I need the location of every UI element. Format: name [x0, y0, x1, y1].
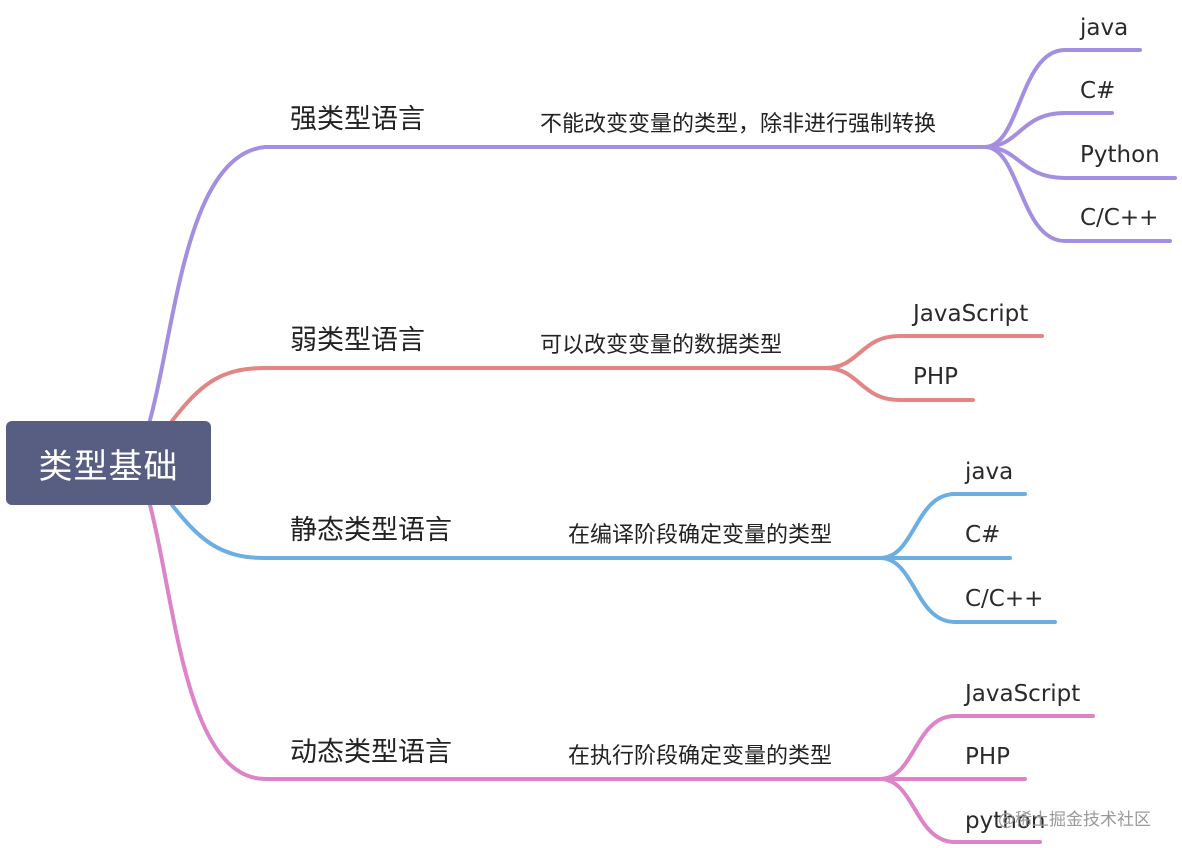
branch-weak-connectors	[170, 334, 1044, 423]
static-leaf-java[interactable]: java	[965, 459, 1014, 485]
weak-leaf-line-php	[823, 366, 975, 402]
root-to-strong-line	[148, 145, 987, 422]
root-node-label: 类型基础	[38, 446, 179, 487]
branch-dynamic-description[interactable]: 在执行阶段确定变量的类型	[568, 744, 833, 769]
root-to-weak-line	[170, 366, 827, 423]
branch-weak-label[interactable]: 弱类型语言	[290, 325, 425, 356]
strong-leaf-line-csharp	[983, 111, 1114, 149]
branch-strong-connectors	[148, 48, 1177, 422]
dynamic-leaf-python[interactable]: python	[965, 808, 1046, 834]
strong-leaf-cpp[interactable]: C/C++	[1080, 205, 1159, 231]
branch-weak-description[interactable]: 可以改变变量的数据类型	[540, 333, 783, 358]
static-leaf-line-java	[878, 492, 1027, 560]
strong-leaf-line-java	[983, 48, 1142, 149]
root-to-dynamic-line	[148, 503, 882, 781]
branch-dynamic-label[interactable]: 动态类型语言	[290, 737, 452, 768]
static-leaf-line-cpp	[878, 556, 1057, 624]
weak-leaf-javascript[interactable]: JavaScript	[913, 301, 1029, 327]
weak-leaf-line-javascript	[823, 334, 1044, 370]
dynamic-leaf-line-python	[878, 777, 1042, 844]
dynamic-leaf-javascript[interactable]: JavaScript	[965, 681, 1081, 707]
static-leaf-cpp[interactable]: C/C++	[965, 586, 1044, 612]
watermark-text: @稀土掘金技术社区	[998, 810, 1151, 830]
weak-leaf-php[interactable]: PHP	[913, 364, 959, 390]
root-to-static-line	[170, 503, 882, 560]
branch-static-label[interactable]: 静态类型语言	[290, 515, 452, 546]
root-node[interactable]: 类型基础	[6, 421, 211, 505]
branch-dynamic-connectors	[148, 503, 1095, 844]
strong-leaf-java[interactable]: java	[1080, 15, 1129, 41]
dynamic-leaf-php[interactable]: PHP	[965, 744, 1011, 770]
static-leaf-csharp[interactable]: C#	[965, 522, 1001, 548]
strong-leaf-python[interactable]: Python	[1080, 142, 1160, 168]
branch-strong-description[interactable]: 不能改变变量的类型，除非进行强制转换	[540, 112, 937, 137]
branch-static-description[interactable]: 在编译阶段确定变量的类型	[568, 523, 833, 548]
strong-leaf-csharp[interactable]: C#	[1080, 78, 1116, 104]
branch-static-connectors	[170, 492, 1057, 624]
branch-strong-label[interactable]: 强类型语言	[290, 104, 425, 135]
strong-leaf-line-cpp	[983, 145, 1172, 243]
dynamic-leaf-line-javascript	[878, 714, 1095, 781]
